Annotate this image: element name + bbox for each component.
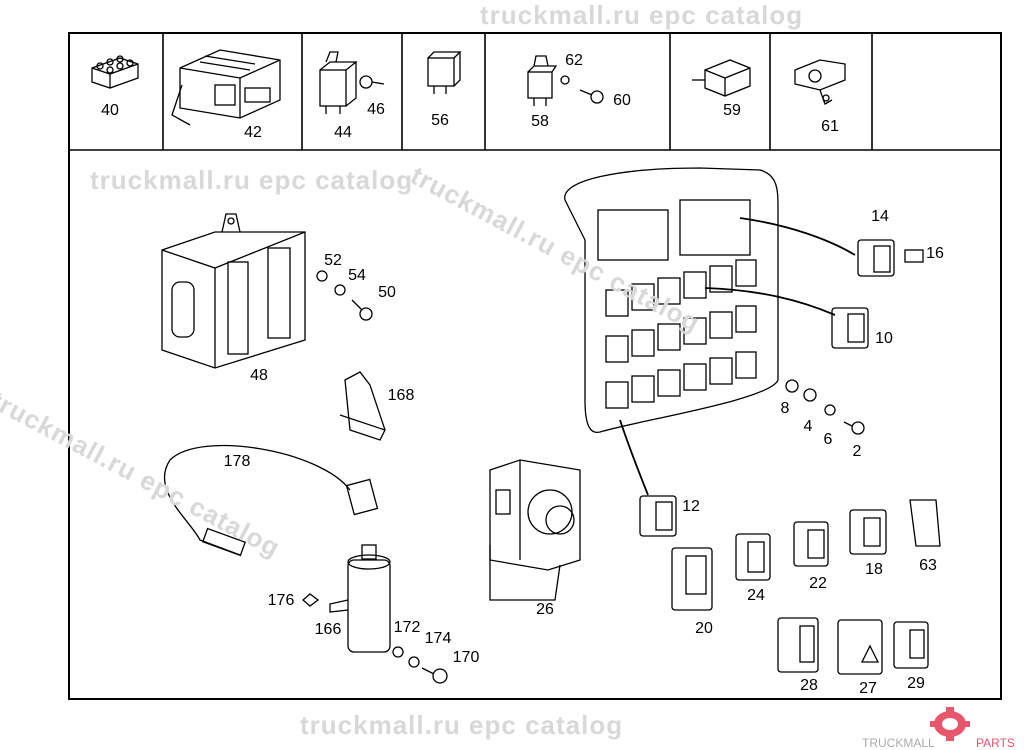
- part-16-cap: [904, 249, 924, 263]
- callout-18: 18: [865, 561, 883, 578]
- callout-10: 10: [875, 330, 893, 347]
- part-6-washer: [824, 404, 836, 416]
- callout-27: 27: [859, 680, 877, 697]
- part-172-washer: [392, 646, 404, 658]
- part-48-control-unit: [161, 213, 306, 369]
- callout-61: 61: [821, 118, 839, 135]
- part-2-screw: [843, 421, 865, 435]
- part-52-washer: [316, 270, 328, 282]
- part-10-switch: [831, 307, 869, 349]
- diagram-frame: [68, 32, 1002, 700]
- part-18-switch: [849, 509, 887, 555]
- callout-24: 24: [747, 587, 765, 604]
- callout-42: 42: [244, 124, 262, 141]
- part-59-unit: [692, 59, 751, 97]
- part-58-relay: [527, 55, 558, 106]
- callout-174: 174: [424, 630, 452, 647]
- part-61-sensor: [794, 59, 846, 105]
- callout-176: 176: [267, 592, 295, 609]
- panel-slots: [597, 199, 757, 409]
- callout-28: 28: [800, 677, 818, 694]
- callout-2: 2: [852, 443, 862, 460]
- part-switch-panel: [564, 167, 856, 496]
- callout-58: 58: [531, 113, 549, 130]
- part-62-washer: [560, 75, 570, 85]
- watermark-text: truckmall.ru epc catalog: [90, 165, 414, 195]
- truckmall-parts-logo: TRUCKMALL PARTS: [862, 707, 1015, 750]
- callout-172: 172: [393, 619, 421, 636]
- part-28-switch: [777, 617, 819, 673]
- callout-20: 20: [695, 620, 713, 637]
- part-14-switch: [857, 239, 895, 277]
- callout-54: 54: [348, 267, 366, 284]
- callout-14: 14: [871, 208, 889, 225]
- callout-40: 40: [101, 102, 119, 119]
- callout-16: 16: [926, 245, 944, 262]
- callout-50: 50: [378, 284, 396, 301]
- watermark-text: truckmall.ru epc catalog: [300, 710, 624, 740]
- part-24-switch: [735, 533, 771, 581]
- part-26-rotary-switch: [489, 459, 581, 601]
- callout-63: 63: [919, 557, 937, 574]
- part-60-screw: [579, 89, 604, 104]
- logo-text-right: PARTS: [976, 736, 1015, 750]
- part-178-ignition-cable: [163, 444, 379, 557]
- part-63-cover: [909, 499, 941, 547]
- callout-46: 46: [367, 101, 385, 118]
- top-row-grid: [68, 32, 1002, 151]
- part-54-washer: [334, 284, 346, 296]
- part-4-washer: [803, 388, 817, 402]
- part-40-terminal-block: [91, 55, 139, 89]
- part-176-nut: [302, 593, 320, 607]
- part-12-switch: [639, 495, 677, 537]
- part-20-switch: [671, 547, 713, 611]
- part-8-nut: [785, 379, 799, 393]
- callout-60: 60: [613, 92, 631, 109]
- part-44-relay: [319, 51, 358, 114]
- callout-4: 4: [803, 418, 813, 435]
- callout-52: 52: [324, 252, 342, 269]
- gear-icon: [930, 707, 970, 741]
- part-29-switch: [893, 621, 929, 669]
- callout-12: 12: [682, 498, 700, 515]
- callout-168: 168: [387, 387, 415, 404]
- callout-48: 48: [250, 367, 268, 384]
- callout-8: 8: [780, 400, 790, 417]
- part-56-relay: [427, 51, 462, 94]
- part-22-switch: [793, 521, 829, 567]
- callout-62: 62: [565, 52, 583, 69]
- part-46-screw: [359, 75, 385, 89]
- callout-6: 6: [823, 431, 833, 448]
- callout-26: 26: [536, 601, 554, 618]
- callout-44: 44: [334, 124, 352, 141]
- part-166-ignition-coil: [329, 544, 391, 653]
- part-174-washer: [408, 656, 420, 668]
- part-27-hazard-switch: [837, 619, 883, 675]
- callout-170: 170: [452, 649, 480, 666]
- callout-59: 59: [723, 102, 741, 119]
- watermark-text: truckmall.ru epc catalog: [480, 0, 804, 30]
- part-170-bolt: [421, 667, 448, 684]
- callout-178: 178: [223, 453, 251, 470]
- part-50-screw: [351, 299, 373, 321]
- callout-166: 166: [314, 621, 342, 638]
- callout-22: 22: [809, 575, 827, 592]
- logo-text-left: TRUCKMALL: [862, 736, 935, 750]
- callout-29: 29: [907, 675, 925, 692]
- part-42-module: [171, 49, 281, 126]
- part-168-boot: [339, 371, 386, 441]
- callout-56: 56: [431, 112, 449, 129]
